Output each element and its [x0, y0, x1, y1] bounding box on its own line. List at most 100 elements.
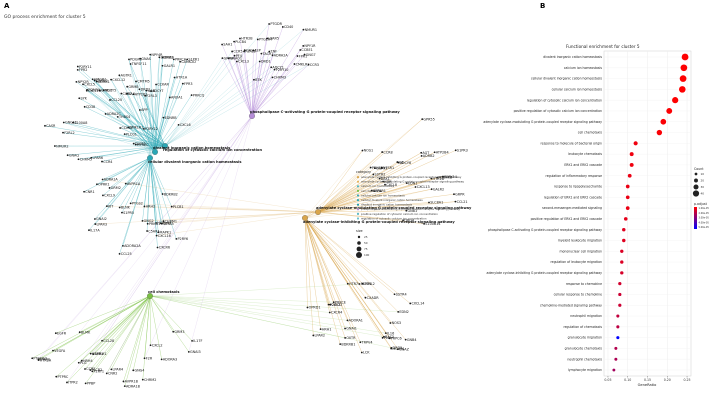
y-category-label: mononuclear cell migration	[559, 249, 602, 253]
legend-count-dot	[694, 179, 698, 183]
dot-neutrophil-migration	[616, 314, 619, 317]
gene-label: PTGER4	[259, 38, 272, 42]
gene-label: THBS4	[118, 115, 130, 119]
legend-size-dot	[358, 236, 360, 238]
gene-label: NMUR1	[305, 28, 317, 32]
hub-label: divalent inorganic cation homeostasis	[153, 146, 230, 150]
legend-count-label: 10	[701, 172, 705, 176]
gene-label: NTSR1	[383, 166, 394, 170]
gene-label: CMKLR2	[296, 62, 310, 66]
dot-response-to-lipopolysaccharide	[626, 185, 630, 189]
gene-label: OPRK1	[98, 182, 109, 186]
gene-label: OXTR	[346, 336, 356, 340]
legend-category-swatch	[357, 208, 359, 210]
gene-label: IL17F	[193, 339, 202, 343]
gene-label: GNAQ	[69, 153, 79, 157]
legend-count-dot	[695, 173, 698, 176]
legend-category-label: adenylate cyclase-inhibiting G protein-c…	[361, 175, 462, 179]
legend-category-label: calcium ion homeostasis	[361, 184, 395, 188]
gene-label: HTR7	[349, 282, 358, 286]
dot-myeloid-leukocyte-migration	[622, 239, 625, 242]
gene-label: GALR2	[433, 187, 444, 191]
dot-granulocyte-chemotaxis	[614, 347, 617, 350]
y-category-label: regulation of leukocyte migration	[550, 260, 602, 264]
dot-cellular-response-to-chemokine	[618, 293, 621, 296]
dot-divalent-inorganic-cation-homeostasis	[682, 54, 689, 61]
gene-label: GNAI1	[346, 327, 357, 331]
gene-label: SAA1	[223, 43, 232, 47]
gene-label: PPBP	[87, 382, 95, 386]
legend-category-swatch	[357, 217, 359, 219]
y-category-label: positive regulation of ERK1 and ERK2 cas…	[531, 217, 603, 221]
gene-label: CCL20	[111, 98, 122, 102]
gene-label: NMUR2	[56, 144, 68, 148]
dot-erk1-and-erk2-cascade	[630, 163, 634, 167]
y-category-label: adenylate cyclase-inhibiting G protein-c…	[487, 271, 603, 275]
gene-label: GNAI3	[190, 350, 201, 354]
legend-padjust-label: 2.00e-05	[699, 212, 710, 215]
gene-label: HGF	[157, 221, 164, 225]
gene-label: GNAI2	[96, 217, 107, 221]
gene-label: CXCL2	[152, 343, 163, 347]
gene-label: ADRA1A	[104, 178, 119, 182]
gene-label: OPRD1	[309, 306, 321, 310]
gene-label: HMGB1	[94, 77, 107, 81]
gene-label: GNG7	[306, 53, 316, 57]
y-category-label: phospholipase C-activating G protein-cou…	[488, 228, 602, 232]
gene-label: S100A8	[74, 121, 87, 125]
gene-label: CCKAR	[157, 83, 169, 87]
legend-padjust-title: p.adjust	[694, 202, 708, 206]
dot-second-messenger-mediated-signaling	[626, 206, 630, 210]
gene-label: CCR8	[383, 150, 392, 154]
dot-mononuclear-cell-migration	[620, 250, 623, 253]
gene-label: ADCY1	[272, 65, 283, 69]
legend-count-label: 40	[701, 192, 705, 196]
gene-label: AVPR1B	[125, 380, 139, 384]
x-tick-label: 0.10	[624, 378, 631, 382]
gene-label: CXCR6	[159, 246, 170, 250]
gene-label: GNAS	[141, 57, 151, 61]
dot-regulation-of-inflammatory-response	[628, 174, 632, 178]
legend-category-swatch	[357, 199, 359, 201]
gene-label: TNF	[270, 50, 278, 54]
legend-padjust-label: 3.00e-05	[699, 217, 710, 220]
gene-label: PLCB4	[235, 40, 246, 44]
gene-label: SLC8A1	[430, 201, 443, 205]
gene-label: ATP2B1	[135, 92, 148, 96]
dot-regulation-of-cytosolic-calcium-ion-concentration	[672, 97, 678, 103]
gene-label: PTPRC	[57, 375, 68, 379]
gene-label: DRD5	[393, 346, 403, 350]
gene-label: TRPC6	[390, 337, 402, 341]
legend-size-label: 25	[364, 235, 368, 239]
dot-response-to-chemokine	[618, 282, 621, 285]
y-category-label: regulation of chemotaxis	[563, 325, 602, 329]
gene-label: CHRM2	[144, 378, 156, 382]
gene-label: LPAR2	[315, 334, 326, 338]
y-category-label: cellular calcium ion homeostasis	[552, 87, 603, 91]
y-category-label: chemokine-mediated signaling pathway	[540, 303, 602, 307]
gene-label: CNR1	[85, 190, 94, 194]
legend-padjust-label: 1.00e-05	[699, 207, 710, 210]
gene-label: F2RL2	[64, 131, 75, 135]
legend-category-label: cell chemotaxis	[361, 189, 383, 193]
dot-leukocyte-chemotaxis	[630, 152, 634, 156]
gene-label: CCL28	[103, 339, 114, 343]
legend-category-label: adenylate cyclase-modulating G protein-c…	[361, 180, 464, 184]
legend-category-swatch	[357, 176, 359, 178]
y-category-label: second-messenger-mediated signaling	[542, 206, 602, 210]
legend-count-dot	[693, 184, 698, 189]
hub-label: cell chemotaxis	[148, 290, 179, 294]
dot-phospholipase-c-activating-g-protein-coupled-receptor-signaling-pathway	[622, 228, 625, 231]
gene-label: CXCL13	[417, 185, 430, 189]
gene-label: S100A14	[425, 222, 440, 226]
gene-label: BLMK	[81, 330, 91, 334]
legend-size-dot	[357, 241, 361, 245]
gene-label: F2RL3	[146, 94, 157, 98]
gene-label: TRPV4	[361, 340, 373, 344]
gene-label: CXADR	[367, 296, 380, 300]
gene-label: LCK	[363, 351, 370, 355]
gene-label: PTGDR	[270, 22, 282, 26]
gene-label: CXCL9	[104, 194, 115, 198]
hub-node	[152, 149, 158, 155]
legend-count-label: 30	[701, 185, 705, 189]
